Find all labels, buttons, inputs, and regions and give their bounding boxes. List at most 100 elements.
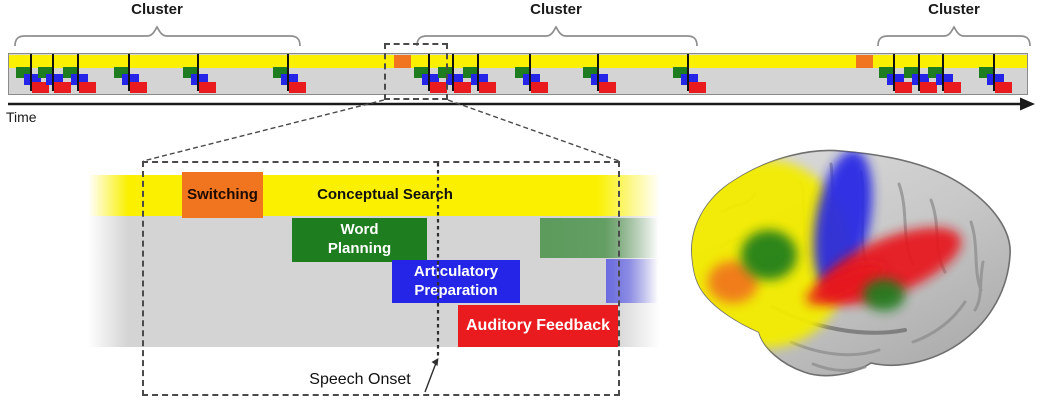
zoom-connector-left bbox=[142, 99, 385, 162]
auditory-feedback-label: Auditory Feedback bbox=[465, 317, 611, 334]
time-axis bbox=[8, 97, 1035, 111]
event-word-planning bbox=[414, 67, 428, 78]
cluster-brace-3 bbox=[877, 25, 1031, 47]
event-tick bbox=[197, 54, 199, 91]
event-tick bbox=[452, 54, 454, 91]
event-tick bbox=[77, 54, 79, 91]
event-word-planning bbox=[515, 67, 529, 78]
cluster-label-1: Cluster bbox=[131, 1, 183, 18]
event-word-planning bbox=[928, 67, 942, 78]
event-auditory bbox=[531, 82, 548, 93]
event-word-planning bbox=[438, 67, 452, 78]
event-word-planning bbox=[583, 67, 597, 78]
event-auditory bbox=[289, 82, 306, 93]
articulatory-ghost-bar bbox=[606, 259, 658, 303]
event-articulatory bbox=[681, 74, 698, 85]
event-auditory bbox=[54, 82, 71, 93]
event-word-planning bbox=[63, 67, 77, 78]
event-auditory bbox=[130, 82, 147, 93]
region-green-frontal bbox=[741, 230, 797, 280]
event-word-planning bbox=[673, 67, 687, 78]
articulatory-preparation-label: Articulatory Preparation bbox=[413, 262, 499, 299]
event-tick bbox=[687, 54, 689, 91]
switching-label: Switching bbox=[187, 185, 258, 203]
speech-onset-label: Speech Onset bbox=[309, 371, 411, 388]
cluster-label-3: Cluster bbox=[928, 1, 980, 18]
event-auditory bbox=[599, 82, 616, 93]
event-tick bbox=[893, 54, 895, 91]
cluster-label-2: Cluster bbox=[530, 1, 582, 18]
event-articulatory bbox=[191, 74, 208, 85]
conceptual-search-label: Conceptual Search bbox=[317, 186, 453, 204]
event-articulatory bbox=[24, 74, 41, 85]
region-green-temporal bbox=[863, 279, 905, 311]
event-tick bbox=[287, 54, 289, 91]
event-auditory bbox=[920, 82, 937, 93]
cluster-brace-1 bbox=[14, 25, 301, 47]
event-articulatory bbox=[71, 74, 88, 85]
event-tick bbox=[128, 54, 130, 91]
articulatory-preparation-bar: Articulatory Preparation bbox=[392, 260, 520, 303]
zoom-window-outline bbox=[384, 43, 448, 100]
event-tick bbox=[597, 54, 599, 91]
event-auditory bbox=[430, 82, 447, 93]
event-tick bbox=[993, 54, 995, 91]
word-planning-label: Word Planning bbox=[327, 221, 392, 257]
event-articulatory bbox=[887, 74, 904, 85]
event-word-planning bbox=[273, 67, 287, 78]
event-tick bbox=[30, 54, 32, 91]
event-articulatory bbox=[936, 74, 953, 85]
event-articulatory bbox=[987, 74, 1004, 85]
event-articulatory bbox=[422, 74, 439, 85]
detail-box-outline bbox=[142, 161, 620, 396]
event-auditory bbox=[479, 82, 496, 93]
event-articulatory bbox=[122, 74, 139, 85]
event-word-planning bbox=[16, 67, 30, 78]
event-articulatory bbox=[523, 74, 540, 85]
region-red-streak bbox=[806, 263, 884, 305]
region-orange-switching bbox=[708, 261, 758, 303]
word-planning-bar: Word Planning bbox=[292, 218, 427, 262]
event-auditory bbox=[895, 82, 912, 93]
event-tick bbox=[52, 54, 54, 91]
event-word-planning bbox=[114, 67, 128, 78]
event-word-planning bbox=[904, 67, 918, 78]
event-auditory bbox=[79, 82, 96, 93]
event-auditory bbox=[454, 82, 471, 93]
event-word-planning bbox=[183, 67, 197, 78]
event-auditory bbox=[32, 82, 49, 93]
cluster-braces bbox=[14, 25, 1031, 47]
event-word-planning bbox=[38, 67, 52, 78]
brain-region-overlays bbox=[691, 150, 962, 348]
word-planning-ghost-bar bbox=[540, 218, 658, 258]
auditory-feedback-bar: Auditory Feedback bbox=[458, 305, 618, 347]
event-articulatory bbox=[446, 74, 463, 85]
event-articulatory bbox=[591, 74, 608, 85]
event-tick bbox=[477, 54, 479, 91]
switching-bar: Switching bbox=[182, 172, 263, 218]
event-auditory bbox=[995, 82, 1012, 93]
event-articulatory bbox=[912, 74, 929, 85]
event-auditory bbox=[944, 82, 961, 93]
event-articulatory bbox=[471, 74, 488, 85]
time-axis-arrowhead bbox=[1020, 97, 1035, 111]
brain-image bbox=[691, 149, 1011, 377]
event-tick bbox=[529, 54, 531, 91]
time-axis-label: Time bbox=[6, 109, 37, 125]
event-articulatory bbox=[46, 74, 63, 85]
event-articulatory bbox=[281, 74, 298, 85]
conceptual-search-stripe bbox=[9, 55, 1027, 68]
timeline-bar bbox=[8, 53, 1028, 95]
switch-marker bbox=[394, 55, 411, 68]
event-tick bbox=[942, 54, 944, 91]
event-auditory bbox=[689, 82, 706, 93]
zoom-connector-right bbox=[447, 99, 620, 162]
event-word-planning bbox=[463, 67, 477, 78]
cluster-brace-2 bbox=[416, 25, 698, 47]
switch-marker bbox=[856, 55, 873, 68]
event-auditory bbox=[199, 82, 216, 93]
event-tick bbox=[428, 54, 430, 91]
event-tick bbox=[918, 54, 920, 91]
event-word-planning bbox=[979, 67, 993, 78]
